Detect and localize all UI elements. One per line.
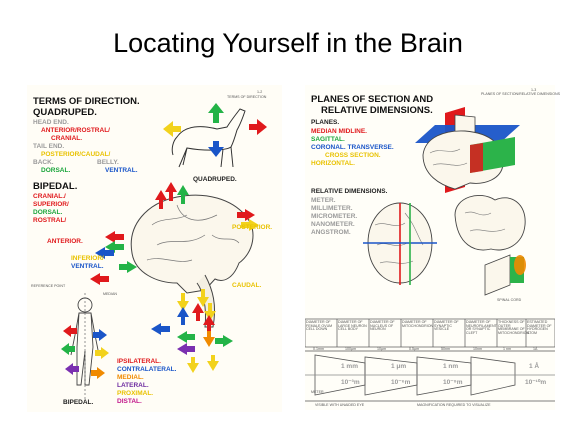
column-value-1: 0.1mm [313,347,324,351]
scale-nm-power: 10⁻⁹m [443,379,463,386]
brain-lateral-figure [130,194,254,328]
scale-row [305,318,555,352]
quadruped-heading: QUADRUPED. [33,107,97,118]
visible-caption: VISIBLE WITH UNAIDED EYE [315,403,365,407]
column-label-6: DIAMETER OF NEUROFILAMENT OR SYNAPTIC CL… [466,320,497,335]
magnification-caption: MAGNIFICATION REQUIRED TO VISUALIZE [417,403,491,407]
millimeter-label: MILLIMETER. [311,205,353,212]
column-value-3: 10μm [377,347,387,351]
terms-of-direction-page: 1-2 TERMS OF DIRECTION TERMS OF DIRECTIO… [27,85,282,412]
column-value-8: 1Å [533,347,538,351]
superior-label: SUPERIOR/ [33,201,69,208]
magnification-funnels [305,354,555,402]
bipedal-heading: BIPEDAL. [33,181,78,192]
ventral-label-1: VENTRAL. [105,167,138,174]
horse-arrows [163,103,267,157]
distal-label: DISTAL. [117,398,142,405]
tail-end-label: TAIL END. [33,143,65,150]
meter-caption: METER [311,390,324,394]
column-value-6: 10nm [473,347,482,351]
medial-label: MEDIAL. [117,374,144,381]
right-page-number: 1-3 [531,88,537,92]
scale-a-power: 10⁻¹⁰m [525,379,547,386]
brain-direction-arrows [90,182,259,373]
planes-diagram [415,107,520,193]
anterior-label: ANTERIOR. [47,238,83,245]
posterior-label: POSTERIOR. [232,224,273,231]
lateral-label: LATERAL. [117,382,149,389]
slide-title: Locating Yourself in the Brain [113,28,463,58]
column-label-2: DIAMETER OF LARGE NEURON CELL BODY [338,320,367,332]
horizontal-label: HORIZONTAL. [311,160,355,167]
horse-figure [171,108,246,168]
brain-horizontal-section [363,202,437,285]
column-label-5: DIAMETER OF SYNAPTIC VESICLE [434,320,459,332]
scale-um-power: 10⁻⁶m [391,379,411,386]
cranial-label-1: CRANIAL. [51,135,83,142]
micrometer-label: MICROMETER. [311,213,358,220]
relative-dimensions-heading: RELATIVE DIMENSIONS. [311,188,388,195]
cross-section-label: CROSS SECTION. [325,152,381,159]
contralateral-label: CONTRALATERAL. [117,366,177,373]
nanometer-label: NANOMETER. [311,221,355,228]
cranial-label-2: CRANIAL./ [33,193,66,200]
planes-of-section-page: 1-3 PLANES OF SECTION/RELATIVE DIMENSION… [305,85,560,410]
column-label-4: DIAMETER OF MITOCHONDRION [402,320,434,328]
spinal-cord-figure [484,254,526,296]
column-value-5: 50nm [441,347,450,351]
human-figure [70,293,100,401]
scale-um-label: 1 μm [391,363,407,370]
human-arrows [61,325,109,379]
scale-mm-label: 1 mm [341,363,358,370]
scale-nm-label: 1 nm [443,363,459,370]
coronal-transverse-label: CORONAL. TRANSVERSE. [311,144,394,151]
ventral-label-2: VENTRAL. [71,263,104,270]
median-midline-label: MEDIAN MIDLINE. [311,128,367,135]
column-label-8: ESTIMATED DIAMETER OF HYDROGEN ATOM [527,320,552,335]
meter-label: METER. [311,197,336,204]
sagittal-label: SAGITTAL. [311,136,345,143]
column-label-7: THICKNESS OF OUTER MEMBRANE OF MITOCHOND… [498,320,530,335]
planes-title-line2: RELATIVE DIMENSIONS. [321,105,433,116]
belly-label: BELLY. [97,159,119,166]
column-value-2: 100μm [345,347,357,351]
reference-point-label: REFERENCE POINT [31,284,66,288]
scale-mm-power: 10⁻³m [341,379,360,386]
bipedal-caption: BIPEDAL. [63,399,94,406]
right-page-header: PLANES OF SECTION/RELATIVE DIMENSIONS [481,92,561,96]
column-label-3: DIAMETER OF NUCLEUS OF NEURON [370,320,395,332]
brain-coronal-section [454,195,526,251]
scale-a-label: 1 Å [529,363,540,370]
column-value-7: 1 nm [503,347,511,351]
left-page-number: 1-2 [257,90,263,94]
left-page-header: TERMS OF DIRECTION [227,95,267,99]
dorsal-label-2: DORSAL. [33,209,63,216]
planes-heading: PLANES. [311,119,340,126]
ipsilateral-label: IPSILATERAL. [117,358,161,365]
proximal-label: PROXIMAL. [117,390,154,397]
terms-of-direction-illustration [61,103,267,401]
median-label: MEDIAN [103,292,117,296]
back-label: BACK. [33,159,54,166]
rostral-label: ROSTRAL/ [33,217,67,224]
column-label-1: DIAMETER OF FEMALE OVUM CELL DOWN [306,320,333,332]
dorsal-label-1: DORSAL. [41,167,71,174]
spinal-cord-label: SPINAL CORD [497,298,522,302]
anterior-rostral-label: ANTERIOR/ROSTRAL/ [41,127,110,134]
posterior-caudal-label: POSTERIOR/CAUDAL/ [41,151,111,158]
planes-of-section-illustration [305,107,555,402]
quadruped-caption: QUADRUPED. [193,176,237,183]
caudal-label: CAUDAL. [232,282,262,289]
head-end-label: HEAD END. [33,119,69,126]
inferior-label: INFERIOR/ [71,255,104,262]
angstrom-label: ANGSTROM. [311,229,351,236]
planes-title-line1: PLANES OF SECTION AND [311,94,434,105]
column-value-4: 0.5μm [409,347,420,351]
terms-of-direction-title: TERMS OF DIRECTION. [33,96,140,107]
